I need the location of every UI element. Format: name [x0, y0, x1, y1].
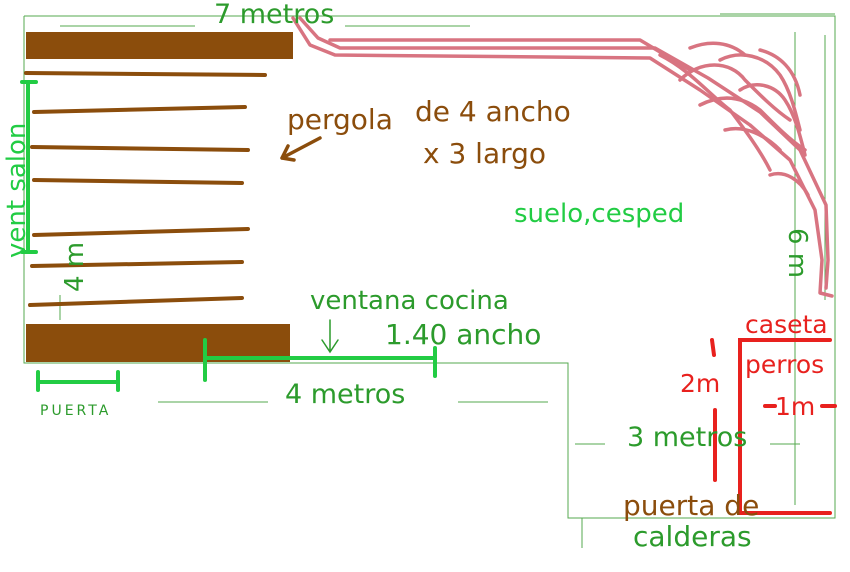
pergola-slat [32, 227, 250, 237]
top-width-label: 7 metros [214, 0, 335, 30]
hedge-leaf [698, 96, 807, 152]
boiler-door-label-line2: calderas [633, 520, 752, 553]
ground-label: suelo,cesped [514, 199, 685, 229]
left-side-label: 4 m [60, 241, 90, 292]
pergola-structure [24, 32, 322, 362]
kitchen-window-width-label: 1.40 ancho [385, 318, 542, 351]
hedge-leaf [718, 53, 802, 132]
garden-outline [23, 15, 836, 519]
dog-house-height-label: 2m [680, 369, 721, 398]
kitchen-window-label: ventana cocina [310, 286, 509, 316]
pergola-slat [30, 260, 244, 268]
bottom-width-label: 4 metros [285, 379, 406, 410]
pergola-slat [30, 145, 250, 152]
dog-house-width-label: 1m [775, 392, 816, 421]
hedge-top-branch [328, 38, 692, 72]
pergola-label: pergola [287, 103, 393, 136]
door-label: PUERTA [40, 403, 112, 419]
hedge-outer-line [291, 16, 834, 298]
pergola-slat [28, 296, 244, 307]
hedge-leaf [688, 41, 747, 57]
pergola-size-line1: de 4 ancho [415, 95, 571, 128]
dog-house-walls [738, 338, 832, 515]
hedge-leaf [658, 53, 772, 172]
hedge-leaf [738, 83, 807, 157]
pergola-bottom-beam [26, 324, 290, 362]
dog-house-height-tick [710, 338, 716, 357]
measurement-bars [20, 80, 437, 392]
right-side-label: 6 m [782, 228, 812, 279]
hedge-plant [291, 16, 834, 298]
dog-house-label-line1: caseta [745, 310, 828, 339]
hedge-leaf [678, 63, 792, 122]
pergola-pointer-arrow [280, 136, 322, 162]
living-window-label: vent salon [2, 122, 32, 258]
pergola-top-beam [26, 32, 293, 59]
hedge-inner-line [298, 16, 830, 290]
dog-house [710, 338, 837, 515]
hedge-leaf [723, 127, 782, 152]
pergola-slat [24, 71, 267, 77]
boiler-door-label-line1: puerta de [623, 489, 760, 522]
pergola-slat [32, 178, 244, 185]
dog-house-label-line2: perros [745, 350, 825, 379]
pergola-size-line2: x 3 largo [423, 137, 547, 170]
hedge-leaf [768, 172, 810, 197]
pergola-slat [32, 105, 247, 114]
hedge-leaf [758, 48, 802, 97]
kitchen-window-arrow [321, 319, 339, 354]
lower-width-label: 3 metros [627, 422, 748, 453]
